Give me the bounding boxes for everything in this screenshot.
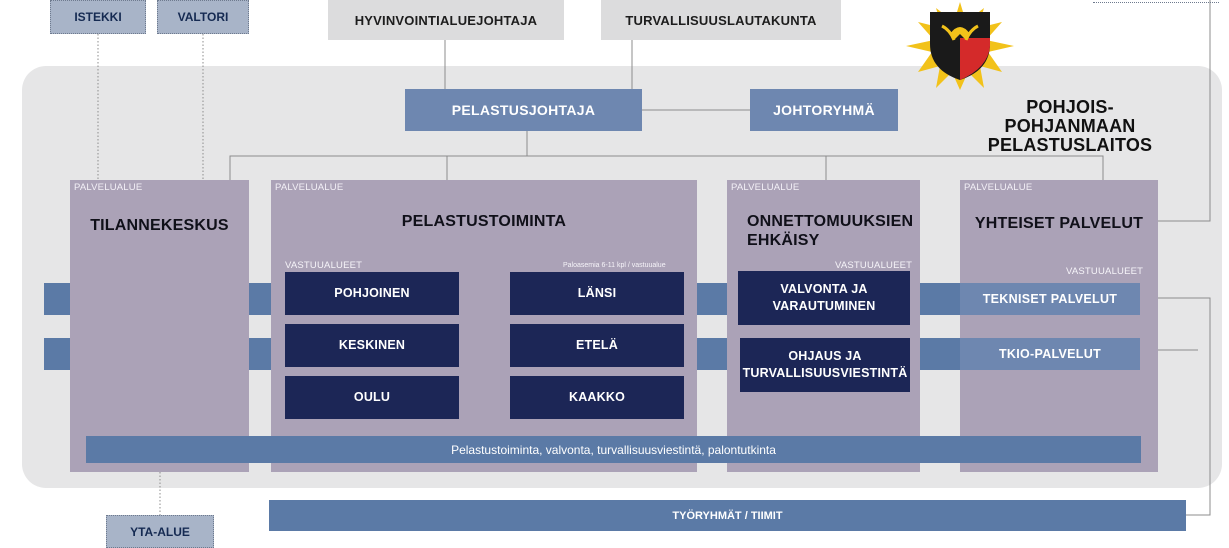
area-label: PALVELUALUE xyxy=(964,182,1033,193)
area-yhteiset-palvelut: PALVELUALUE YHTEISET PALVELUT VASTUUALUE… xyxy=(960,180,1158,472)
area-onnettomuuksien-ehkaisy: PALVELUALUE ONNETTOMUUKSIEN EHKÄISY VAST… xyxy=(727,180,920,472)
area-title: PELASTUSTOIMINTA xyxy=(401,213,567,230)
unit-etela: ETELÄ xyxy=(510,324,684,367)
yta-alue-box: YTA-ALUE xyxy=(106,515,214,548)
unit-line1: VALVONTA JA xyxy=(780,282,868,296)
external-box-edge xyxy=(1093,0,1219,3)
area-title: ONNETTOMUUKSIEN EHKÄISY xyxy=(747,212,913,250)
band-connector-5 xyxy=(697,283,727,315)
organization-name: POHJOIS-POHJANMAAN PELASTUSLAITOS xyxy=(970,98,1170,155)
band-connector-3 xyxy=(249,283,271,315)
area-tilannekeskus: PALVELUALUE TILANNEKESKUS xyxy=(70,180,249,472)
area-label: PALVELUALUE xyxy=(731,182,800,193)
organization-name-line1: POHJOIS-POHJANMAAN xyxy=(1004,97,1136,136)
unit-ohjaus-ja-turvallisuusviestinta: OHJAUS JA TURVALLISUUSVIESTINTÄ xyxy=(740,338,910,392)
pelastusjohtaja-box: PELASTUSJOHTAJA xyxy=(405,89,642,131)
vastuualueet-label: VASTUUALUEET xyxy=(1066,266,1144,277)
left-band-connector-2 xyxy=(44,338,70,370)
unit-line2: VARAUTUMINEN xyxy=(772,299,876,313)
unit-line1: OHJAUS JA xyxy=(788,349,862,363)
johtoryhma-box: JOHTORYHMÄ xyxy=(750,89,898,131)
area-title: YHTEISET PALVELUT xyxy=(974,215,1144,232)
valtori-box: VALTORI xyxy=(157,0,249,34)
tekniset-palvelut-box: TEKNISET PALVELUT xyxy=(960,283,1140,315)
unit-oulu: OULU xyxy=(285,376,459,419)
tkio-palvelut-box: TKIO-PALVELUT xyxy=(960,338,1140,370)
turvallisuuslautakunta-box: TURVALLISUUSLAUTAKUNTA xyxy=(601,0,841,40)
band-connector-8 xyxy=(920,338,960,370)
istekki-box: ISTEKKI xyxy=(50,0,146,34)
unit-valvonta-ja-varautuminen: VALVONTA JA VARAUTUMINEN xyxy=(738,271,910,325)
area-label: PALVELUALUE xyxy=(275,182,344,193)
band-connector-7 xyxy=(920,283,960,315)
unit-kaakko: KAAKKO xyxy=(510,376,684,419)
area-label: PALVELUALUE xyxy=(74,182,143,193)
unit-pohjoinen: POHJOINEN xyxy=(285,272,459,315)
rescue-department-logo xyxy=(906,2,1014,90)
area-title-line1: ONNETTOMUUKSIEN xyxy=(747,213,914,230)
fire-station-note: Paloasemia 6-11 kpl / vastuualue xyxy=(563,262,666,269)
area-title-line2: EHKÄISY xyxy=(747,232,820,249)
operations-band: Pelastustoiminta, valvonta, turvallisuus… xyxy=(86,436,1141,463)
band-connector-4 xyxy=(249,338,271,370)
band-connector-6 xyxy=(697,338,727,370)
vastuualueet-label: VASTUUALUEET xyxy=(835,260,913,271)
organization-name-line2: PELASTUSLAITOS xyxy=(987,135,1153,155)
hyvinvointialuejohtaja-box: HYVINVOINTIALUEJOHTAJA xyxy=(328,0,564,40)
unit-keskinen: KESKINEN xyxy=(285,324,459,367)
left-band-connector-1 xyxy=(44,283,70,315)
area-title: TILANNEKESKUS xyxy=(90,217,229,234)
unit-line2: TURVALLISUUSVIESTINTÄ xyxy=(742,366,908,380)
tyoryhmat-band: TYÖRYHMÄT / TIIMIT xyxy=(269,500,1186,531)
unit-lansi: LÄNSI xyxy=(510,272,684,315)
vastuualueet-label: VASTUUALUEET xyxy=(285,260,363,271)
